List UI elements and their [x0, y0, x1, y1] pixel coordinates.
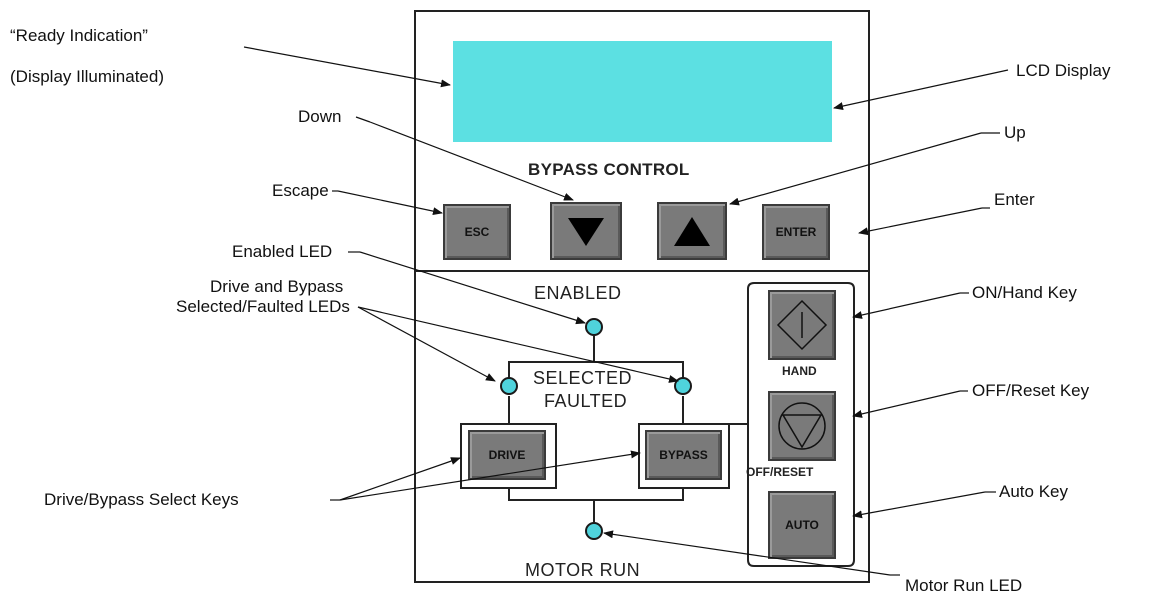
callout-ready-line1: “Ready Indication” [10, 26, 148, 45]
callout-off-reset-key: OFF/Reset Key [972, 381, 1090, 400]
enter-key-label: ENTER [775, 225, 817, 239]
drive-selected-led [500, 377, 518, 395]
on-hand-key[interactable] [768, 290, 836, 360]
callout-drive-bypass-line2: Selected/Faulted LEDs [176, 297, 350, 316]
off-circle-triangle-icon [778, 402, 826, 450]
drive-key-label: DRIVE [488, 448, 526, 462]
auto-key[interactable]: AUTO [768, 491, 836, 559]
callout-select-keys: Drive/Bypass Select Keys [44, 490, 239, 509]
callout-lcd-display: LCD Display [1016, 61, 1111, 80]
callout-enabled-led: Enabled LED [232, 242, 333, 261]
callout-drive-bypass-line1: Drive and Bypass [210, 277, 344, 296]
motor-run-label: MOTOR RUN [525, 560, 641, 580]
faulted-label: FAULTED [544, 391, 628, 411]
esc-key[interactable]: ESC [443, 204, 511, 260]
callout-ready-line2: (Display Illuminated) [10, 67, 164, 86]
hand-label: HAND [782, 364, 817, 378]
callout-on-hand-key: ON/Hand Key [972, 283, 1077, 302]
callout-auto-key: Auto Key [999, 482, 1068, 501]
callout-down: Down [298, 107, 342, 126]
hand-diamond-icon [776, 299, 828, 351]
selected-label: SELECTED [533, 368, 633, 388]
up-key[interactable] [657, 202, 727, 260]
down-arrow-icon [568, 218, 604, 246]
enabled-label: ENABLED [534, 283, 622, 303]
bypass-key[interactable]: BYPASS [645, 430, 722, 480]
down-key[interactable] [550, 202, 622, 260]
esc-key-label: ESC [464, 225, 490, 239]
auto-key-label: AUTO [785, 518, 819, 532]
callout-enter: Enter [994, 190, 1035, 209]
callout-up: Up [1004, 123, 1026, 142]
callout-escape: Escape [272, 181, 329, 200]
callout-motor-run-led: Motor Run LED [905, 576, 1023, 595]
off-reset-label: OFF/RESET [746, 465, 814, 479]
bypass-key-label: BYPASS [659, 448, 708, 462]
drive-key[interactable]: DRIVE [468, 430, 546, 480]
panel-title: BYPASS CONTROL [528, 160, 690, 179]
up-arrow-icon [674, 217, 710, 246]
motor-run-led [585, 522, 603, 540]
off-reset-key[interactable] [768, 391, 836, 461]
enter-key[interactable]: ENTER [762, 204, 830, 260]
enabled-led [585, 318, 603, 336]
lcd-display [453, 41, 832, 142]
